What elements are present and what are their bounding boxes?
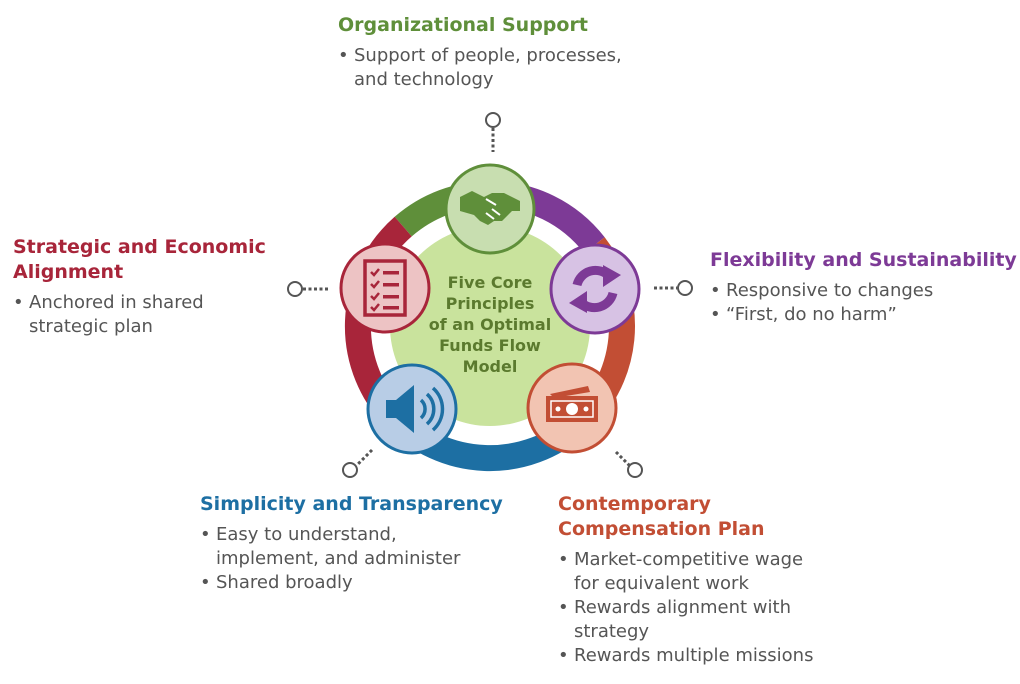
- checklist-icon: [363, 259, 407, 317]
- bullet-item-continued: implement, and administer: [216, 548, 461, 569]
- principle-bullets: Responsive to changes “First, do no harm…: [710, 279, 1017, 327]
- center-label-line: Funds Flow: [439, 336, 541, 355]
- principle-title-line: Strategic and Economic: [13, 236, 266, 258]
- principle-title: Contemporary Compensation Plan: [558, 492, 813, 542]
- connector-right: [654, 280, 693, 296]
- principle-bullets: Anchored in shared strategic plan: [13, 291, 266, 339]
- node-simplicity-transparency: [366, 363, 458, 455]
- node-organizational-support: [444, 163, 536, 255]
- connector-bottom-left: [342, 448, 374, 478]
- principle-title: Organizational Support: [338, 14, 588, 36]
- principle-bullets: Market-competitive wage for equivalent w…: [558, 548, 813, 668]
- center-label-line: Principles: [445, 294, 535, 313]
- bullet-item: Market-competitive wage: [558, 548, 813, 572]
- principle-title: Simplicity and Transparency: [200, 493, 503, 515]
- principle-title-line: Alignment: [13, 261, 124, 283]
- speaker-icon: [386, 385, 445, 433]
- refresh-arrows-icon: [569, 265, 621, 313]
- bullet-item: Shared broadly: [200, 571, 503, 595]
- principle-bullets: Support of people, processes, and techno…: [338, 44, 622, 92]
- principle-title: Strategic and Economic Alignment: [13, 235, 266, 285]
- center-label-line: Model: [462, 357, 518, 376]
- center-label-line: Five Core: [447, 273, 533, 292]
- connector-bottom-right: [614, 450, 643, 478]
- bullet-item-continued: strategy: [574, 621, 650, 642]
- principle-contemporary-compensation: Contemporary Compensation Plan Market-co…: [558, 492, 813, 668]
- principle-title-line: Compensation Plan: [558, 518, 765, 540]
- center-label-line: of an Optimal: [428, 315, 552, 334]
- money-icon: [546, 386, 598, 422]
- principle-organizational-support: Organizational Support Support of people…: [338, 13, 622, 92]
- node-contemporary-compensation: [526, 362, 618, 454]
- bullet-item: Easy to understand,: [200, 523, 503, 547]
- principle-title-line: Contemporary: [558, 493, 711, 515]
- node-strategic-economic: [339, 242, 431, 334]
- principle-title: Flexibility and Sustainability: [710, 249, 1017, 271]
- principle-bullets: Easy to understand, implement, and admin…: [200, 523, 503, 595]
- bullet-item-continued: and technology: [354, 69, 494, 90]
- handshake-icon: [460, 191, 520, 225]
- bullet-item-continued: strategic plan: [29, 316, 153, 337]
- bullet-item-continued: for equivalent work: [574, 573, 749, 594]
- bullet-item: Support of people, processes,: [338, 44, 622, 68]
- principle-flexibility-sustainability: Flexibility and Sustainability Responsiv…: [710, 248, 1017, 327]
- connector-left: [287, 281, 328, 297]
- bullet-item: Responsive to changes: [710, 279, 1017, 303]
- bullet-item: Anchored in shared: [13, 291, 266, 315]
- connector-top: [485, 112, 501, 152]
- bullet-item: “First, do no harm”: [710, 303, 1017, 327]
- principle-strategic-economic: Strategic and Economic Alignment Anchore…: [13, 235, 266, 339]
- bullet-item: Rewards multiple missions: [558, 644, 813, 668]
- bullet-item: Rewards alignment with: [558, 596, 813, 620]
- principle-simplicity-transparency: Simplicity and Transparency Easy to unde…: [200, 492, 503, 595]
- center-label: Five Core Principles of an Optimal Funds…: [420, 272, 560, 377]
- node-flexibility-sustainability: [549, 243, 641, 335]
